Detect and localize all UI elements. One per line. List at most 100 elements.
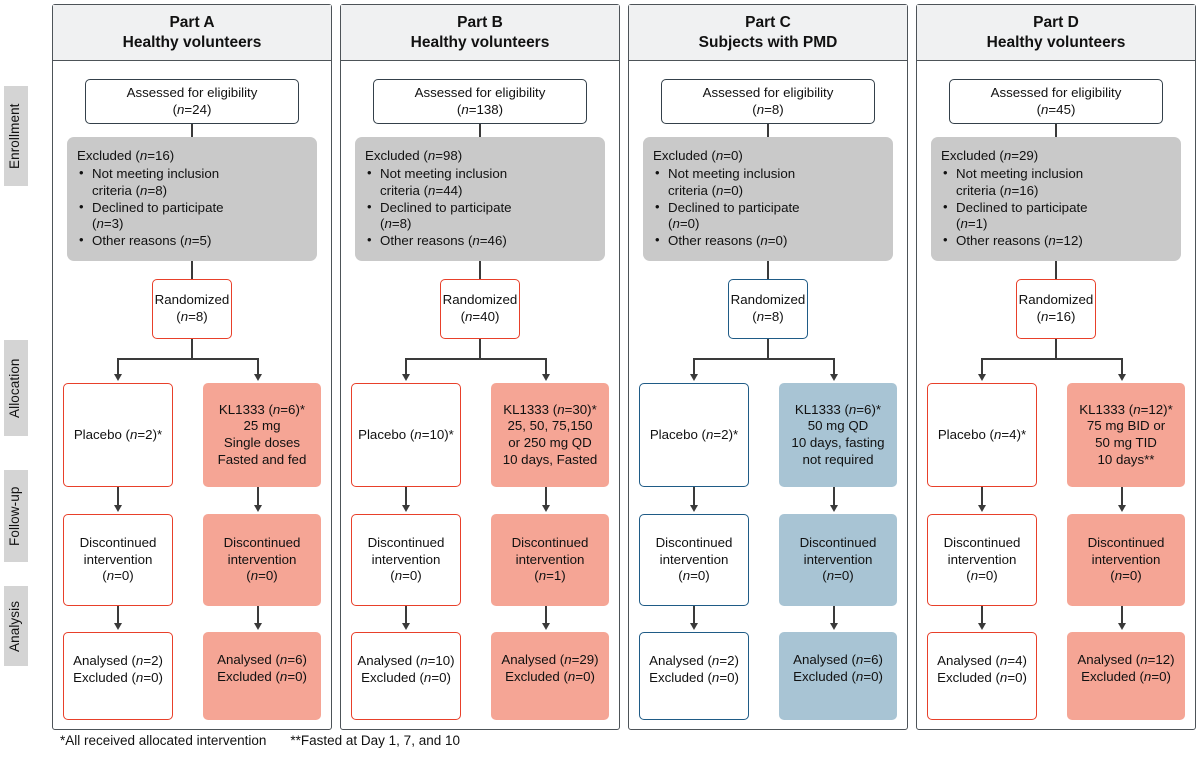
connector-arrow bbox=[1117, 623, 1126, 630]
connector-line bbox=[405, 606, 407, 623]
excluded-head: Excluded (n=29) bbox=[941, 148, 1039, 164]
randomized-box: Randomized(n=16) bbox=[1016, 279, 1096, 339]
connector-line bbox=[1055, 124, 1057, 137]
connector-arrow bbox=[977, 505, 986, 512]
assessed-line-1: Assessed for eligibility bbox=[990, 84, 1122, 100]
treatment-line: Fasted and fed bbox=[217, 451, 307, 467]
connector-line bbox=[479, 261, 481, 279]
connector-line bbox=[1121, 487, 1123, 505]
treatment-line: 50 mg TID bbox=[1095, 435, 1157, 450]
connector-line bbox=[693, 358, 695, 374]
excluded-box: Excluded (n=98)Not meeting inclusioncrit… bbox=[355, 137, 605, 261]
discontinued-placebo-line: (n=0) bbox=[678, 568, 710, 584]
connector-line bbox=[117, 487, 119, 505]
connector-line bbox=[833, 487, 835, 505]
discontinued-treatment-line: intervention bbox=[803, 551, 873, 567]
connector-line bbox=[833, 358, 835, 374]
connector-line bbox=[257, 358, 259, 374]
analysed-treatment-box: Analysed (n=29)Excluded (n=0) bbox=[491, 632, 609, 720]
treatment-line: or 250 mg QD bbox=[508, 435, 592, 450]
footnote-double-asterisk: **Fasted at Day 1, 7, and 10 bbox=[290, 733, 460, 748]
connector-arrow bbox=[541, 505, 550, 512]
stage-rail: Enrollment Allocation Follow-up Analysis bbox=[0, 0, 46, 757]
connector-line bbox=[767, 339, 769, 359]
treatment-line: KL1333 (n=12)* bbox=[1079, 401, 1173, 417]
connector-arrow bbox=[829, 623, 838, 630]
connector-line bbox=[693, 606, 695, 623]
excluded-item: Other reasons (n=46) bbox=[365, 232, 507, 250]
analysed-placebo-line: Excluded (n=0) bbox=[937, 669, 1027, 685]
discontinued-treatment-line: (n=1) bbox=[534, 568, 566, 584]
panel-part-c: Part C Subjects with PMD Assessed for elig… bbox=[628, 4, 908, 730]
connector-line bbox=[767, 261, 769, 279]
assessed-line-1: Assessed for eligibility bbox=[414, 84, 546, 100]
excluded-item: Not meeting inclusion bbox=[653, 165, 795, 183]
discontinued-placebo-line: intervention bbox=[371, 551, 441, 567]
analysed-treatment-line: Analysed (n=6) bbox=[793, 652, 883, 667]
connector-line bbox=[257, 606, 259, 623]
treatment-line: 10 days** bbox=[1097, 451, 1155, 467]
excluded-item-cont: (n=1) bbox=[956, 216, 988, 232]
analysed-placebo-line: Excluded (n=0) bbox=[649, 669, 739, 685]
discontinued-placebo-line: (n=0) bbox=[390, 568, 422, 584]
connector-arrow bbox=[689, 374, 698, 381]
treatment-line: 25, 50, 75,150 bbox=[507, 418, 593, 434]
analysed-placebo-box: Analysed (n=2)Excluded (n=0) bbox=[63, 632, 173, 720]
connector-line bbox=[981, 358, 983, 374]
assessed-box: Assessed for eligibility(n=24) bbox=[85, 79, 299, 124]
assessed-box: Assessed for eligibility(n=8) bbox=[661, 79, 875, 124]
excluded-item: Declined to participate bbox=[77, 199, 224, 217]
excluded-item-cont: criteria (n=0) bbox=[668, 182, 744, 198]
analysed-placebo-line: Analysed (n=10) bbox=[357, 653, 455, 668]
connector-line bbox=[191, 261, 193, 279]
connector-arrow bbox=[977, 374, 986, 381]
analysed-treatment-box: Analysed (n=12)Excluded (n=0) bbox=[1067, 632, 1185, 720]
excluded-item: Other reasons (n=12) bbox=[941, 232, 1083, 250]
excluded-item-cont: criteria (n=8) bbox=[92, 182, 168, 198]
discontinued-treatment-line: (n=0) bbox=[246, 568, 278, 584]
assessed-line-1: Assessed for eligibility bbox=[702, 84, 834, 100]
excluded-item: Not meeting inclusion bbox=[77, 165, 219, 183]
connector-arrow bbox=[401, 505, 410, 512]
discontinued-placebo-line: Discontinued bbox=[655, 534, 733, 550]
excluded-item-cont: criteria (n=44) bbox=[380, 182, 463, 198]
connector-line bbox=[981, 487, 983, 505]
panel-title: Part B bbox=[457, 13, 503, 31]
connector-arrow bbox=[253, 374, 262, 381]
connector-arrow bbox=[113, 623, 122, 630]
randomized-line-2: (n=8) bbox=[176, 309, 208, 324]
panel-body-part-b: Assessed for eligibility(n=138)Excluded … bbox=[341, 61, 619, 729]
connector-arrow bbox=[401, 374, 410, 381]
randomized-box: Randomized(n=40) bbox=[440, 279, 520, 339]
randomized-line-1: Randomized bbox=[154, 292, 230, 308]
panel-header-part-b: Part B Healthy volunteers bbox=[341, 5, 619, 61]
randomized-box: Randomized(n=8) bbox=[728, 279, 808, 339]
connector-line bbox=[981, 606, 983, 623]
discontinued-placebo-line: intervention bbox=[659, 551, 729, 567]
assessed-line-2: (n=8) bbox=[752, 101, 784, 117]
connector-line bbox=[545, 487, 547, 505]
connector-line bbox=[191, 339, 193, 359]
connector-line bbox=[1055, 261, 1057, 279]
connector-line bbox=[479, 339, 481, 359]
panel-subtitle: Healthy volunteers bbox=[410, 33, 550, 51]
connector-line bbox=[767, 124, 769, 137]
connector-line bbox=[117, 358, 119, 374]
connector-arrow bbox=[1117, 374, 1126, 381]
panel-subtitle: Healthy volunteers bbox=[122, 33, 262, 51]
footnotes: *All received allocated intervention **F… bbox=[60, 733, 460, 748]
panel-subtitle: Subjects with PMD bbox=[698, 33, 838, 51]
panel-title: Part C bbox=[745, 13, 791, 31]
panel-header-part-c: Part C Subjects with PMD bbox=[629, 5, 907, 61]
randomized-line-1: Randomized bbox=[730, 292, 806, 308]
connector-line bbox=[693, 487, 695, 505]
treatment-line: 10 days, fasting bbox=[791, 435, 885, 450]
discontinued-treatment-line: intervention bbox=[515, 551, 585, 567]
connector-arrow bbox=[401, 623, 410, 630]
